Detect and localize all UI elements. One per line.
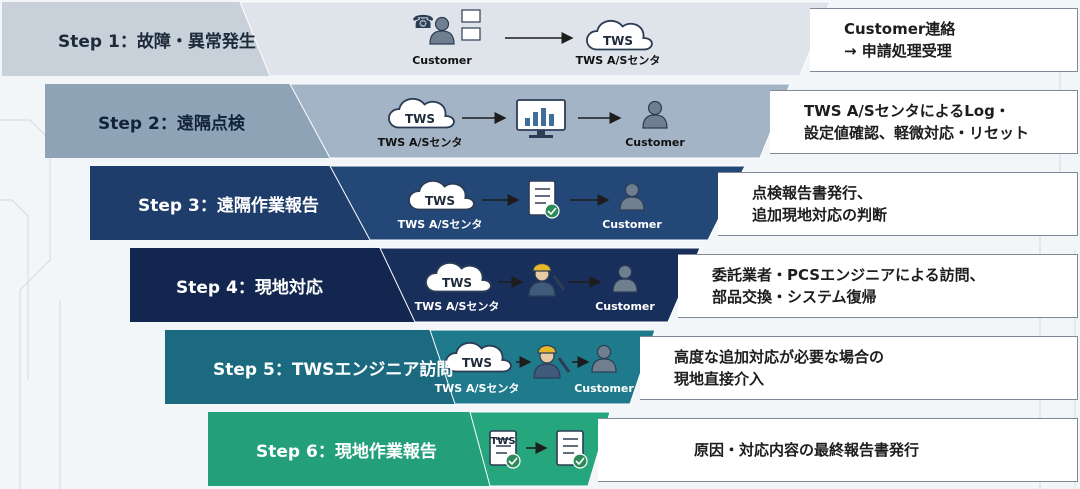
cloud-label: TWS [442,276,472,290]
step-4-left-caption: TWS A/Sセンタ [415,300,500,313]
cloud-label: TWS [425,194,455,208]
mail-icon [461,27,481,41]
step-4-right-caption: Customer [595,300,655,313]
step-4-description: 委託業者・PCSエンジニアによる訪問、部品交換・システム復帰 [678,254,1078,318]
step-2-bar [45,84,330,158]
step-5-right-caption: Customer [574,382,634,395]
chat-icon [461,9,481,23]
step-1-right-caption: TWS A/Sセンタ [576,54,661,67]
step-2-description-line-1: TWS A/SセンタによるLog・ [804,102,1010,120]
step-5-description-line-2: 現地直接介入 [674,370,765,388]
step-3-description-line-1: 点検報告書発行、 [752,184,873,202]
cloud-label: TWS [603,34,633,48]
step-5-description: 高度な追加対応が必要な場合の現地直接介入 [640,336,1078,400]
step-2-group: TWS TWS A/Sセンタ Customer [45,83,791,159]
step-2-left-caption: TWS A/Sセンタ [378,136,463,149]
step-6-group: TWS [208,411,611,487]
step-4-label: Step 4：現地対応 [176,277,323,298]
step-3-group: TWS TWS A/Sセンタ Customer [90,165,746,241]
step-1-description: Customer連絡 → 申請処理受理 [810,8,1078,72]
step-1-funnel-band [239,1,831,77]
step-1-left-caption: Customer [412,54,472,67]
step-4-group: TWS TWS A/Sセンタ Customer [130,247,701,323]
step-2-description-line-2: 設定値確認、軽微対応・リセット [804,124,1030,142]
step-6-description-line-1: 原因・対応内容の最終報告書発行 [694,441,920,459]
report-document-label: TWS [490,436,515,447]
step-3-left-caption: TWS A/Sセンタ [398,218,483,231]
step-5-left-caption: TWS A/Sセンタ [435,382,520,395]
step-6-bar [208,412,510,486]
checklist-document-icon [528,180,560,219]
step-1-description-line-2: → 申請処理受理 [844,42,952,60]
step-3-bar [90,166,380,240]
cloud-label: TWS [462,356,492,370]
step-1-group: ☎ Customer TWS TWS A/Sセンタ [2,1,831,77]
step-2-label: Step 2：遠隔点検 [98,113,245,134]
step-3-description-line-2: 追加現地対応の判断 [752,206,888,224]
step-6-label: Step 6：現地作業報告 [256,441,437,462]
step-3-right-caption: Customer [602,218,662,231]
step-5-group: TWS TWS A/Sセンタ Customer [165,329,656,405]
step-6-description: 原因・対応内容の最終報告書発行 [598,418,1078,482]
step-4-description-line-1: 委託業者・PCSエンジニアによる訪問、 [712,266,985,284]
step-5-description-line-1: 高度な追加対応が必要な場合の [674,348,885,366]
step-2-right-caption: Customer [625,136,685,149]
step-5-label: Step 5：TWSエンジニア訪問 [213,359,454,380]
step-2-description: TWS A/SセンタによるLog・設定値確認、軽微対応・リセット [770,90,1078,154]
step-1-description-line-1: Customer連絡 [844,20,956,38]
step-3-description: 点検報告書発行、追加現地対応の判断 [718,172,1078,236]
cloud-label: TWS [405,112,435,126]
step-4-description-line-2: 部品交換・システム復帰 [712,288,877,306]
final-report-checklist-icon [556,430,588,469]
step-5-bar [165,330,470,404]
step-3-label: Step 3：遠隔作業報告 [138,195,319,216]
phone-icon: ☎ [412,12,434,33]
step-1-label: Step 1：故障・異常発生 [58,31,256,52]
step-4-bar [130,248,420,322]
